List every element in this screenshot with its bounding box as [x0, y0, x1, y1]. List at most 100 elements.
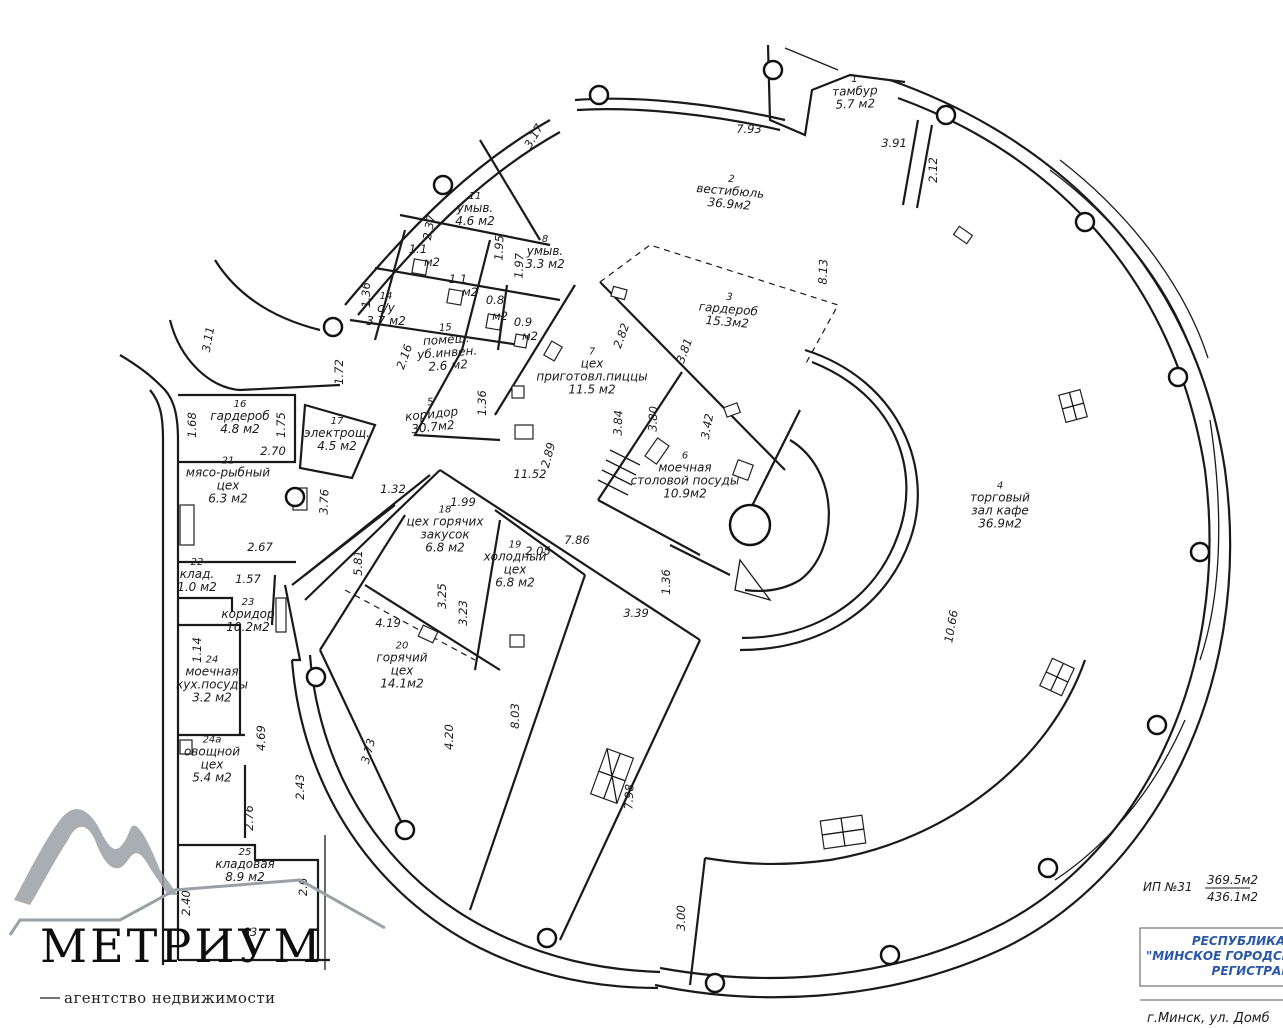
- room-text: 10.9м2: [663, 487, 706, 501]
- room-text: овощной: [184, 745, 240, 759]
- dimension-label: 4.20: [442, 724, 456, 750]
- dimension-label: 2.37: [420, 213, 438, 241]
- dimension-label: 2.43: [293, 774, 307, 800]
- room-text: умыв.: [456, 201, 494, 215]
- room-text: тамбур: [832, 83, 878, 99]
- room-text: 5.7 м2: [835, 96, 875, 111]
- dimension-label: 2.40: [179, 890, 193, 916]
- dimension-label: 1.32: [380, 482, 406, 496]
- room-text: 8.9 м2: [225, 870, 265, 884]
- room-text: клад.: [180, 567, 214, 581]
- dimension-label: 3.39: [623, 606, 649, 620]
- room-number: 18: [439, 505, 452, 516]
- dimension-label: 2.05: [525, 544, 551, 558]
- room-labels: 1тамбур5.7 м22вестибюль36.9м23гардероб15…: [176, 73, 1030, 884]
- room-number: 6: [682, 451, 688, 462]
- dimension-label: 1.68: [185, 412, 199, 438]
- inventory-area-bottom: 436.1м2: [1207, 890, 1258, 904]
- room-number: 17: [331, 416, 344, 427]
- stamp-line-3: РЕГИСТРАЦ: [1212, 964, 1283, 978]
- room-text: коридор: [221, 607, 275, 621]
- room-label-5: 5коридор30.7м2: [403, 394, 460, 436]
- room-number: 5: [427, 397, 434, 409]
- dimension-label: 1.36: [659, 569, 673, 595]
- room-text: моечная: [658, 461, 711, 475]
- stamp-line-1: РЕСПУБЛИКАНС: [1192, 934, 1283, 948]
- dimension-label: 10.66: [941, 609, 961, 644]
- room-text: мясо-рыбный: [186, 466, 270, 480]
- room-text: 3.3 м2: [525, 257, 565, 271]
- room-text: столовой посуды: [631, 474, 740, 488]
- room-number: 24: [206, 655, 219, 666]
- room-text: уб.инвен.: [416, 343, 478, 361]
- room-number: 11: [469, 191, 482, 202]
- dimension-label: 1.57: [235, 572, 261, 586]
- room-label-1: 1тамбур5.7 м2: [832, 73, 879, 112]
- room-text: торговый: [970, 491, 1030, 505]
- columns: [284, 59, 1211, 994]
- dimension-label: 5.81: [351, 550, 365, 576]
- inner-walls: [119, 139, 1087, 986]
- dimension-label: 1.14: [190, 637, 204, 663]
- dimension-label: 3.42: [698, 412, 716, 440]
- room-text: 15.3м2: [705, 313, 749, 331]
- room-text: цех: [581, 357, 605, 371]
- washroom-area-label: 0.8: [486, 293, 504, 307]
- dimension-label: 63: [243, 925, 258, 939]
- room-label-3: 3гардероб15.3м2: [697, 289, 760, 331]
- room-number: 21: [222, 456, 235, 467]
- room-number: 20: [396, 641, 409, 652]
- dimension-label: 3.11: [199, 325, 217, 353]
- room-text: зал кафе: [971, 504, 1028, 518]
- room-text: умыв.: [526, 244, 564, 258]
- logo-tagline: агентство недвижимости: [64, 989, 276, 1007]
- dimension-label: 2.12: [926, 157, 940, 183]
- room-text: кух.посуды: [176, 678, 248, 692]
- room-text: 4.5 м2: [317, 439, 357, 453]
- washroom-area-label: м2: [492, 309, 508, 323]
- room-text: 30.7м2: [411, 418, 456, 436]
- room-text: цех горячих: [407, 515, 485, 529]
- dimension-label: 1.75: [274, 412, 288, 438]
- room-number: 23: [242, 597, 255, 608]
- room-number: 25: [239, 847, 252, 858]
- room-text: 5.4 м2: [192, 771, 232, 785]
- washroom-area-label: м2: [462, 285, 478, 299]
- room-text: коридор: [404, 404, 459, 424]
- room-text: закусок: [420, 528, 470, 542]
- room-text: 1.0 м2: [177, 580, 217, 594]
- inventory-note: ИП №31 369.5м2 436.1м2: [1143, 873, 1258, 904]
- dimension-label: 1.95: [492, 235, 507, 261]
- room-text: моечная: [185, 665, 238, 679]
- room-text: цех: [201, 758, 225, 772]
- dimension-label: 7.98: [622, 784, 637, 810]
- dimension-label: 2.16: [393, 342, 415, 371]
- room-text: 3.7 м2: [366, 314, 406, 328]
- washroom-area-label: 0.9: [514, 315, 532, 329]
- room-text: 2.6 м2: [428, 357, 468, 374]
- room-label-15: 15помещ.уб.инвен.2.6 м2: [414, 320, 478, 374]
- stamp-line-2: "МИНСКОЕ ГОРОДСКОЕ: [1146, 949, 1283, 963]
- washroom-area-label: м2: [522, 329, 538, 343]
- dimension-label: 3.81: [673, 336, 695, 365]
- room-text: цех: [391, 664, 415, 678]
- room-text: цех: [504, 563, 528, 577]
- dimension-label: 3.76: [317, 489, 332, 515]
- room-text: горячий: [376, 651, 427, 665]
- room-text: 36.9м2: [978, 517, 1021, 531]
- room-text: холодный: [483, 550, 547, 564]
- room-text: 6.8 м2: [495, 576, 535, 590]
